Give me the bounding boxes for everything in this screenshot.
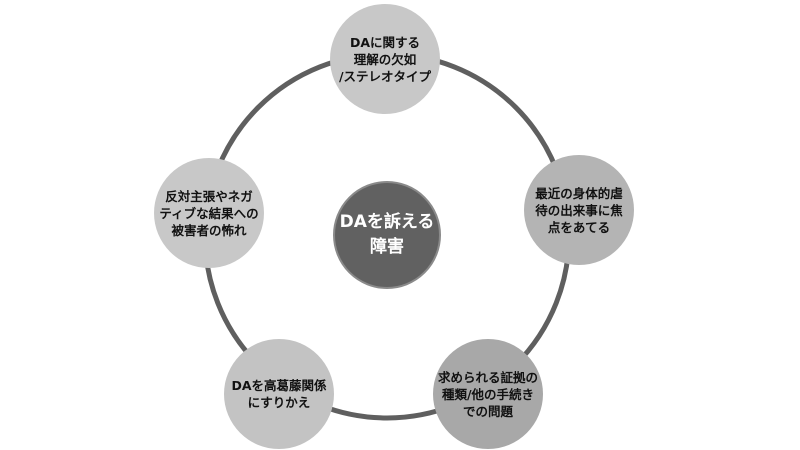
node-evidence-problems: 求められる証拠の 種類/他の手続き での問題 bbox=[433, 339, 543, 449]
center-node: DAを訴える 障害 bbox=[333, 181, 441, 289]
node-label: DAに関する 理解の欠如 /ステレオタイプ bbox=[338, 34, 432, 84]
center-node-label: DAを訴える 障害 bbox=[339, 212, 435, 257]
node-high-conflict-reframing: DAを高葛藤関係 にすりかえ bbox=[224, 339, 334, 449]
node-focus-on-physical-abuse: 最近の身体的虐 待の出来事に焦 点をあてる bbox=[524, 155, 634, 265]
node-label: 反対主張やネガ ティブな結果への 被害者の怖れ bbox=[159, 188, 259, 238]
node-victim-fear: 反対主張やネガ ティブな結果への 被害者の怖れ bbox=[154, 158, 264, 268]
node-label: DAを高葛藤関係 にすりかえ bbox=[231, 378, 327, 410]
node-label: 求められる証拠の 種類/他の手続き での問題 bbox=[437, 369, 538, 419]
node-lack-of-understanding: DAに関する 理解の欠如 /ステレオタイプ bbox=[330, 4, 440, 114]
node-label: 最近の身体的虐 待の出来事に焦 点をあてる bbox=[535, 185, 623, 235]
